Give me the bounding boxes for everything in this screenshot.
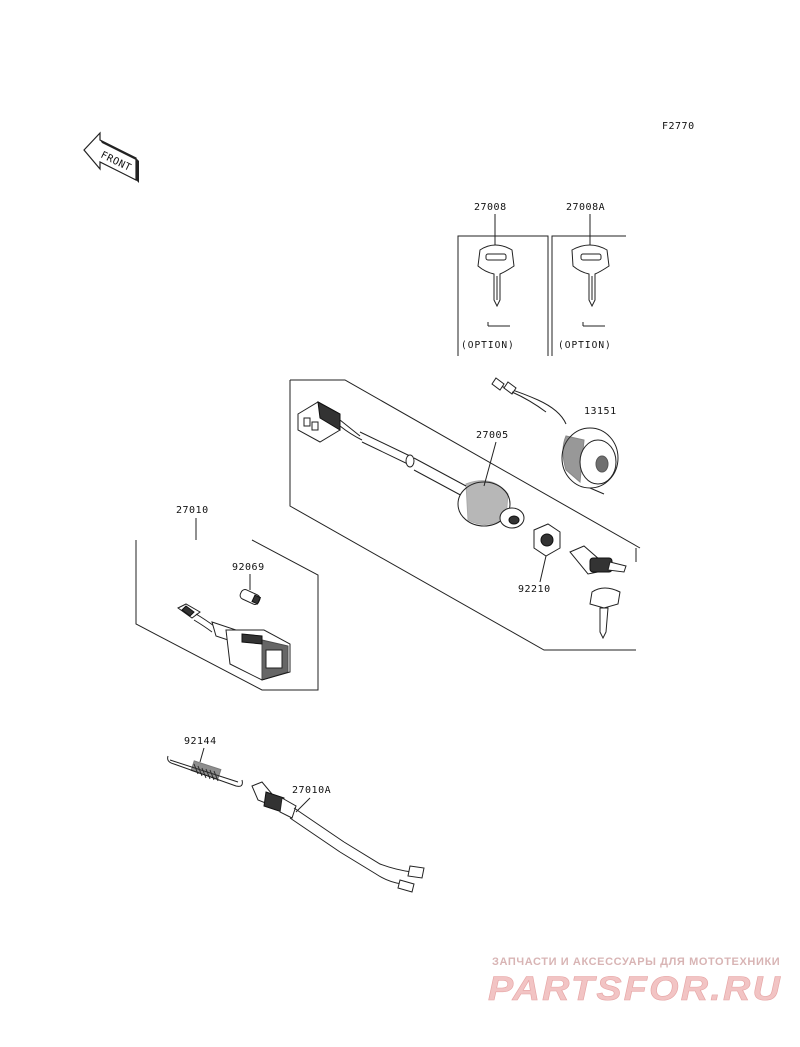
front-arrow-icon: FRONT (83, 131, 139, 183)
part-number-92210: 92210 (518, 584, 551, 595)
diagram-code: F2770 (662, 121, 695, 132)
part-number-27008a: 27008A (566, 202, 605, 213)
part-27008: 27008 (OPTION) (457, 202, 549, 356)
part-27008a: 27008A (OPTION) (551, 202, 626, 356)
part-number-92069: 92069 (232, 562, 265, 573)
option-note-27008: (OPTION) (461, 340, 515, 351)
part-number-27005: 27005 (476, 430, 509, 441)
part-27005: 27005 92210 13151 (289, 377, 641, 651)
part-number-27010a: 27010A (292, 785, 331, 796)
switch-icon (177, 603, 291, 681)
watermark: ЗАПЧАСТИ И АКСЕССУАРЫ ДЛЯ МОТОТЕХНИКИ PA… (488, 956, 782, 1008)
key-blank-icon (477, 244, 515, 327)
part-27010a: 27010A (251, 781, 425, 893)
key-blank-icon (571, 244, 610, 327)
cap-icon (491, 377, 619, 495)
part-number-92144: 92144 (184, 736, 217, 747)
connector-icon (297, 401, 363, 443)
part-92144: 92144 (167, 736, 243, 787)
watermark-tagline: ЗАПЧАСТИ И АКСЕССУАРЫ ДЛЯ МОТОТЕХНИКИ (492, 956, 780, 968)
ignition-switch-icon (457, 480, 525, 529)
part-number-27010: 27010 (176, 505, 209, 516)
nut-icon (533, 523, 561, 557)
part-number-27008: 27008 (474, 202, 507, 213)
watermark-brand: PARTSFOR.RU (488, 970, 782, 1008)
lanyard-switch-icon (251, 781, 425, 893)
ignition-key-icon (569, 545, 627, 640)
part-number-13151: 13151 (584, 406, 617, 417)
option-note-27008a: (OPTION) (558, 340, 612, 351)
bulb-icon (239, 589, 262, 605)
part-27010: 27010 92069 (135, 505, 319, 691)
spring-icon (167, 755, 243, 787)
